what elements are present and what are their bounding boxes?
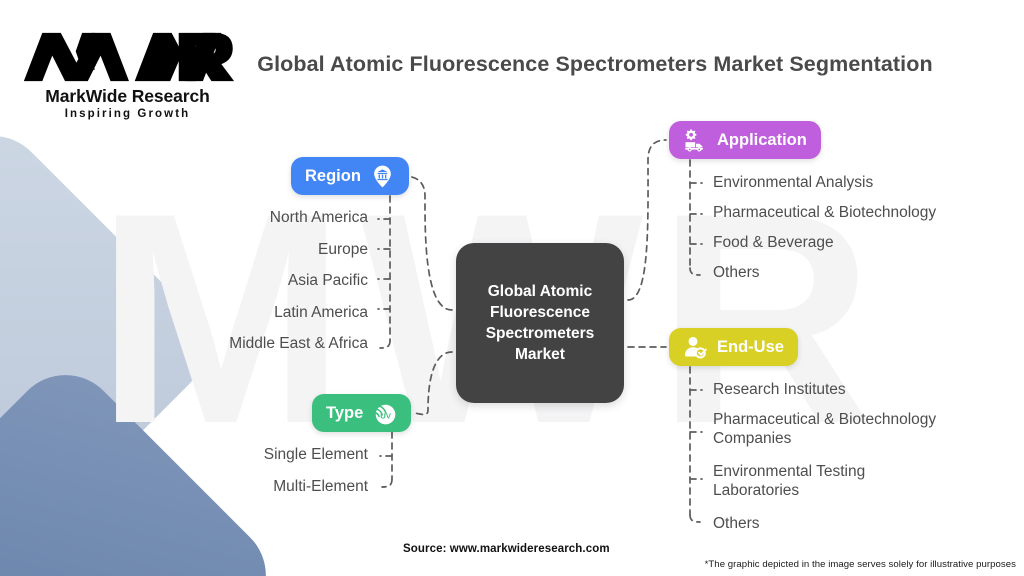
leaf-item: Latin America [274, 303, 368, 321]
brand-tagline: Inspiring Growth [64, 108, 191, 120]
leaf-item: Others [713, 264, 760, 281]
leaf-item: Single Element [263, 446, 368, 463]
leaf-item: Environmental Testing Laboratories [713, 463, 866, 499]
leaf-item: Food & Beverage [713, 234, 834, 251]
truck-gear-icon [683, 128, 708, 153]
leaf-item: Pharmaceutical & Biotechnology [713, 204, 937, 221]
branch-pill-region[interactable]: Region [291, 157, 409, 195]
leaf-item: Environmental Analysis [713, 174, 874, 191]
branch-label-application: Application [717, 130, 807, 149]
leaf-item: Others [713, 515, 760, 532]
branch-pill-type[interactable]: Type UV [312, 394, 412, 432]
branch-pill-application[interactable]: Application [669, 121, 821, 159]
leaf-item: Europe [318, 240, 368, 258]
central-line-4: Market [515, 346, 565, 363]
branch-pill-enduse[interactable]: End-Use [669, 328, 798, 366]
page-title: Global Atomic Fluorescence Spectrometers… [257, 52, 933, 76]
brand-name: MarkWide Research [45, 86, 210, 106]
branch-label-enduse: End-Use [717, 337, 784, 356]
leaf-list-region: North America Europe Asia Pacific Latin … [150, 208, 368, 366]
mwr-logo-icon [23, 32, 235, 82]
brand-logo: MarkWide Research Inspiring Growth [20, 30, 235, 120]
svg-text:UV: UV [381, 411, 393, 420]
branch-label-region: Region [305, 166, 361, 185]
source-text: Source: www.markwideresearch.com [403, 543, 610, 555]
central-line-3: Spectrometers [485, 325, 595, 342]
location-pin-bank-icon [370, 164, 395, 189]
uv-lamp-icon: UV [372, 401, 397, 426]
branch-label-type: Type [326, 403, 364, 422]
disclaimer-text: *The graphic depicted in the image serve… [704, 559, 1016, 570]
central-market-label: Global Atomic Fluorescence Spectrometers… [478, 281, 603, 365]
central-line-2: Fluorescence [490, 304, 590, 321]
leaf-item: North America [269, 209, 368, 226]
leaf-item: Research Institutes [713, 381, 846, 398]
leaf-list-enduse: Research Institutes Pharmaceutical & Bio… [713, 380, 1013, 544]
leaf-list-type: Single Element Multi-Element [150, 445, 368, 508]
leaf-item: Pharmaceutical & Biotechnology Companies [713, 411, 937, 447]
central-line-1: Global Atomic [487, 283, 593, 300]
central-market-node: Global Atomic Fluorescence Spectrometers… [456, 243, 624, 403]
leaf-item: Middle East & Africa [229, 335, 368, 352]
leaf-item: Multi-Element [273, 477, 368, 495]
user-check-icon [683, 335, 708, 360]
leaf-list-application: Environmental Analysis Pharmaceutical & … [713, 173, 1013, 293]
leaf-item: Asia Pacific [287, 272, 368, 289]
